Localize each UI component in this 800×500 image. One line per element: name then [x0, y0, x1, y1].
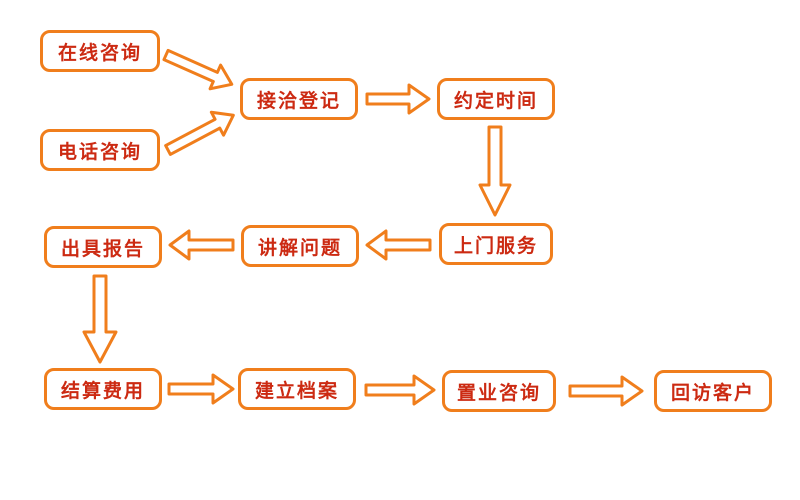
- arrow-explain-to-report: [168, 229, 235, 261]
- node-settle-fees: 结算费用: [44, 368, 162, 410]
- arrow-report-to-settle: [82, 274, 118, 364]
- node-explain-issues: 讲解问题: [241, 225, 359, 267]
- arrow-online-to-register: [162, 48, 234, 91]
- node-create-archive: 建立档案: [238, 368, 356, 410]
- arrow-property-to-followup: [568, 375, 644, 407]
- arrow-register-to-schedule: [365, 83, 431, 115]
- node-issue-report: 出具报告: [44, 226, 162, 268]
- arrow-service-to-explain: [365, 229, 432, 261]
- arrow-settle-to-archive: [167, 373, 235, 405]
- node-property-consult: 置业咨询: [442, 370, 556, 412]
- arrow-schedule-to-service: [478, 125, 512, 217]
- node-follow-up-visit: 回访客户: [654, 370, 772, 412]
- node-schedule-time: 约定时间: [437, 78, 555, 120]
- arrow-phone-to-register: [164, 110, 235, 156]
- node-reception-register: 接洽登记: [240, 78, 358, 120]
- node-phone-consult: 电话咨询: [40, 129, 160, 171]
- arrow-archive-to-property: [364, 374, 436, 406]
- node-online-consult: 在线咨询: [40, 30, 160, 72]
- node-onsite-service: 上门服务: [439, 223, 553, 265]
